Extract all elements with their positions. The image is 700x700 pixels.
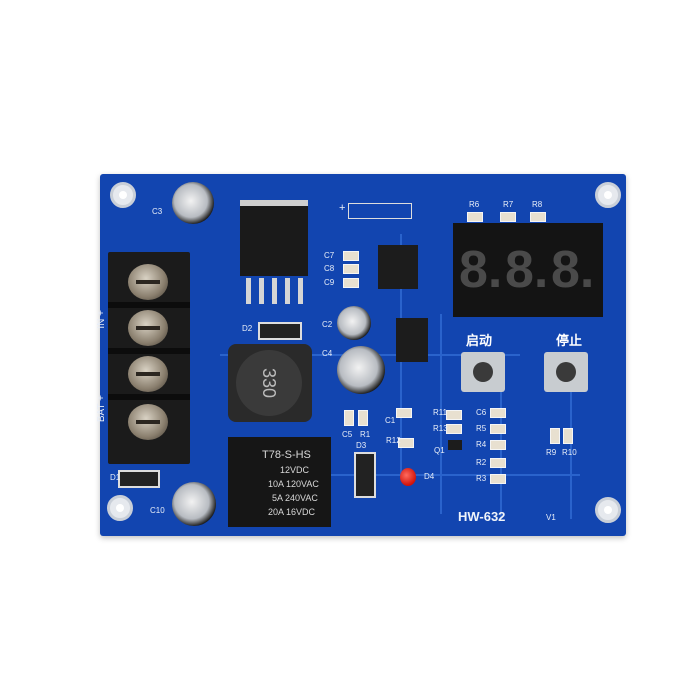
start-label: 启动 — [466, 333, 493, 348]
smd-c8 — [343, 264, 359, 274]
diode-d2 — [258, 322, 302, 340]
screw-terminal-block — [108, 252, 190, 464]
smd-r11 — [446, 410, 462, 420]
label-r4: R4 — [476, 440, 487, 449]
label-c8: C8 — [324, 264, 335, 273]
mounting-hole — [107, 495, 133, 521]
start-button[interactable] — [461, 352, 505, 392]
seven-segment-display: 8. 8. 8. — [453, 223, 603, 317]
label-r12: R12 — [386, 436, 401, 445]
label-d1: D1 — [110, 473, 121, 482]
diode-d3 — [354, 452, 376, 498]
relay-rating: 10A 120VAC — [268, 479, 319, 489]
bat-label: BAT + — [96, 395, 107, 423]
smd-r10 — [563, 428, 573, 444]
smd-r3 — [490, 474, 506, 484]
smd-c9 — [343, 278, 359, 288]
relay-rating: 12VDC — [280, 465, 310, 475]
label-d3: D3 — [356, 441, 367, 450]
label-r9: R9 — [546, 448, 557, 457]
stop-button[interactable] — [544, 352, 588, 392]
label-c7: C7 — [324, 251, 335, 260]
label-c3: C3 — [152, 207, 163, 216]
relay-rating: 5A 240VAC — [272, 493, 318, 503]
smd-r4 — [490, 440, 506, 450]
smd-c6 — [490, 408, 506, 418]
mounting-hole — [595, 182, 621, 208]
label-r6: R6 — [469, 200, 480, 209]
mounting-hole — [110, 182, 136, 208]
smd-c1 — [396, 408, 412, 418]
terminal-screw — [128, 356, 168, 392]
label-r8: R8 — [532, 200, 543, 209]
capacitor-c3 — [172, 182, 214, 224]
diode-d1 — [118, 470, 160, 488]
label-q1: Q1 — [434, 446, 445, 455]
relay-model: T78-S-HS — [262, 449, 311, 461]
smd-r9 — [550, 428, 560, 444]
smd-c5 — [344, 410, 354, 426]
transistor-q1 — [448, 440, 462, 450]
pin-header — [348, 203, 412, 219]
smd-r12 — [398, 438, 414, 448]
label-c9: C9 — [324, 278, 335, 287]
label-r10: R10 — [562, 448, 577, 457]
label-c6: C6 — [476, 408, 487, 417]
label-c10: C10 — [150, 506, 165, 515]
relay: T78-S-HS 12VDC 10A 120VAC 5A 240VAC 20A … — [228, 437, 331, 527]
smd-r1 — [358, 410, 368, 426]
inductor-marking: 330 — [236, 350, 302, 416]
display-digit: 8. — [505, 241, 549, 299]
smd-r13 — [446, 424, 462, 434]
trace — [330, 474, 580, 476]
display-digit: 8. — [459, 241, 503, 299]
trace — [440, 314, 442, 514]
smd-r2 — [490, 458, 506, 468]
capacitor-c2 — [337, 306, 371, 340]
header-plus-label: + — [339, 202, 346, 214]
label-r5: R5 — [476, 424, 487, 433]
smd-r8 — [530, 212, 546, 222]
smd-r5 — [490, 424, 506, 434]
ic-chip — [378, 245, 418, 289]
display-digit: 8. — [551, 241, 595, 299]
terminal-screw — [128, 404, 168, 440]
smd-r6 — [467, 212, 483, 222]
led-d4 — [400, 468, 416, 486]
relay-rating: 20A 16VDC — [268, 507, 316, 517]
label-c2: C2 — [322, 320, 333, 329]
model-label: HW-632 — [458, 509, 506, 524]
label-c1: C1 — [385, 416, 396, 425]
label-r11: R11 — [433, 408, 448, 417]
terminal-screw — [128, 310, 168, 346]
label-r2: R2 — [476, 458, 487, 467]
trace — [500, 389, 502, 519]
version-label: V1 — [546, 513, 556, 522]
label-d4: D4 — [424, 472, 435, 481]
label-c4: C4 — [322, 349, 333, 358]
label-r13: R13 — [433, 424, 448, 433]
smd-c7 — [343, 251, 359, 261]
inductor: 330 — [228, 344, 312, 422]
voltage-regulator-chip — [240, 200, 308, 304]
in-label: IN + — [96, 310, 107, 329]
trace — [570, 389, 572, 519]
label-r1: R1 — [360, 430, 371, 439]
terminal-screw — [128, 264, 168, 300]
mounting-hole — [595, 497, 621, 523]
capacitor-c4 — [337, 346, 385, 394]
label-r3: R3 — [476, 474, 487, 483]
transistor-regulator — [396, 318, 428, 362]
label-d2: D2 — [242, 324, 253, 333]
smd-r7 — [500, 212, 516, 222]
capacitor-c10 — [172, 482, 216, 526]
label-c5: C5 — [342, 430, 353, 439]
stop-label: 停止 — [556, 333, 583, 348]
label-r7: R7 — [503, 200, 514, 209]
